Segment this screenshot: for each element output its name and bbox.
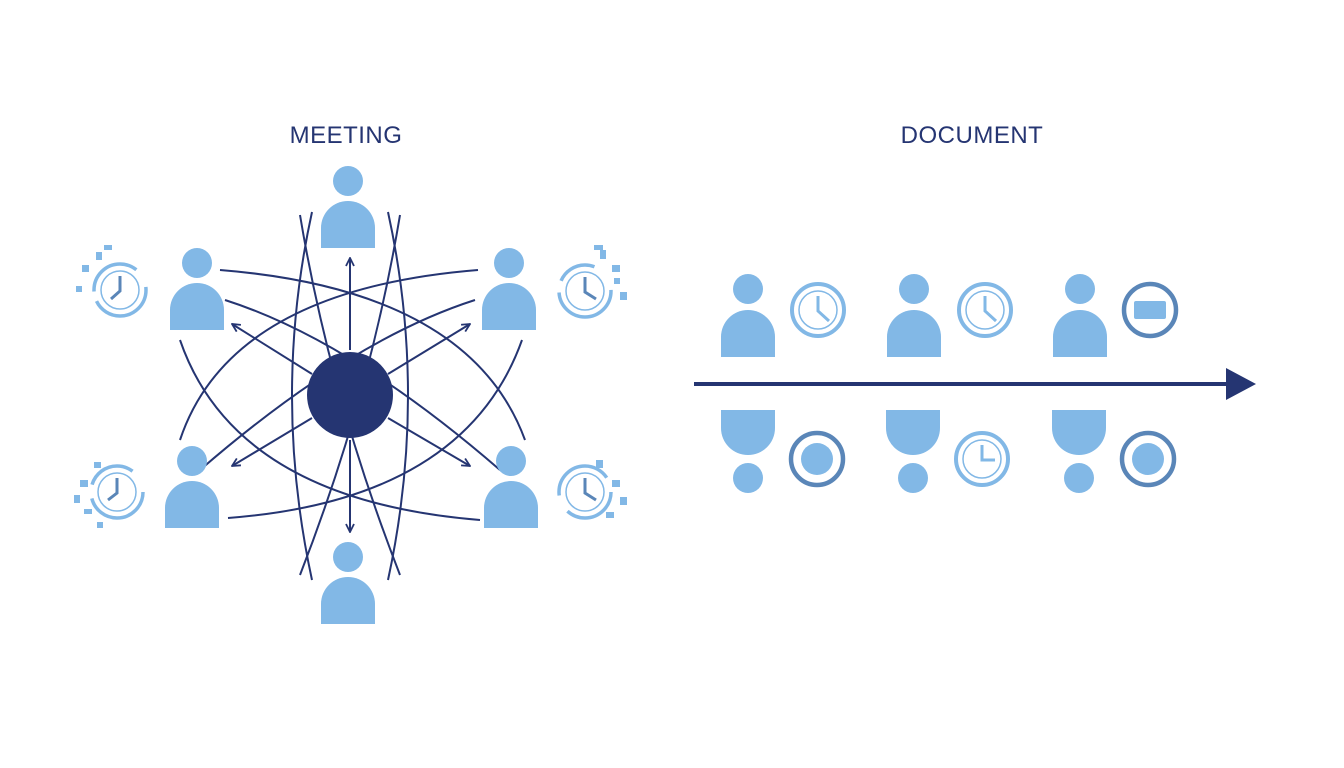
person-icon [165,446,219,528]
document-label: DOCUMENT [900,122,1044,149]
connection-curve [179,339,481,521]
clock-icon [957,282,1013,338]
arrow-lower-left [232,417,313,466]
person-icon [321,542,375,624]
person-icon [321,166,375,248]
fragmented-clock-icon [557,245,627,319]
timeline-arrow [694,368,1256,400]
connection-curve [227,339,523,519]
person-icon [1053,274,1107,357]
connection-curve [291,211,313,581]
connection-curve [219,269,526,441]
fragmented-clock-icon [557,460,627,520]
meeting-label: MEETING [289,122,403,149]
clock-icon [954,431,1010,487]
person-icon [482,248,536,330]
meeting-arrows [232,258,470,532]
arrow-upper-right [387,324,470,375]
central-hub-circle [307,352,393,438]
arrow-upper-left [232,324,313,375]
person-icon-inverted [1052,410,1106,493]
person-icon-inverted [721,410,775,493]
connection-curve [179,269,479,441]
arrow-lower-right [387,417,470,466]
person-icon [484,446,538,528]
clock-icon [790,282,846,338]
record-icon [788,430,846,488]
person-icon-inverted [886,410,940,493]
person-icon [170,248,224,330]
person-icon [887,274,941,357]
connection-curve [387,211,409,581]
person-icon [721,274,775,357]
message-icon [1121,281,1179,339]
fragmented-clock-icon [74,462,145,528]
record-icon [1119,430,1177,488]
fragmented-clock-icon [76,245,148,318]
